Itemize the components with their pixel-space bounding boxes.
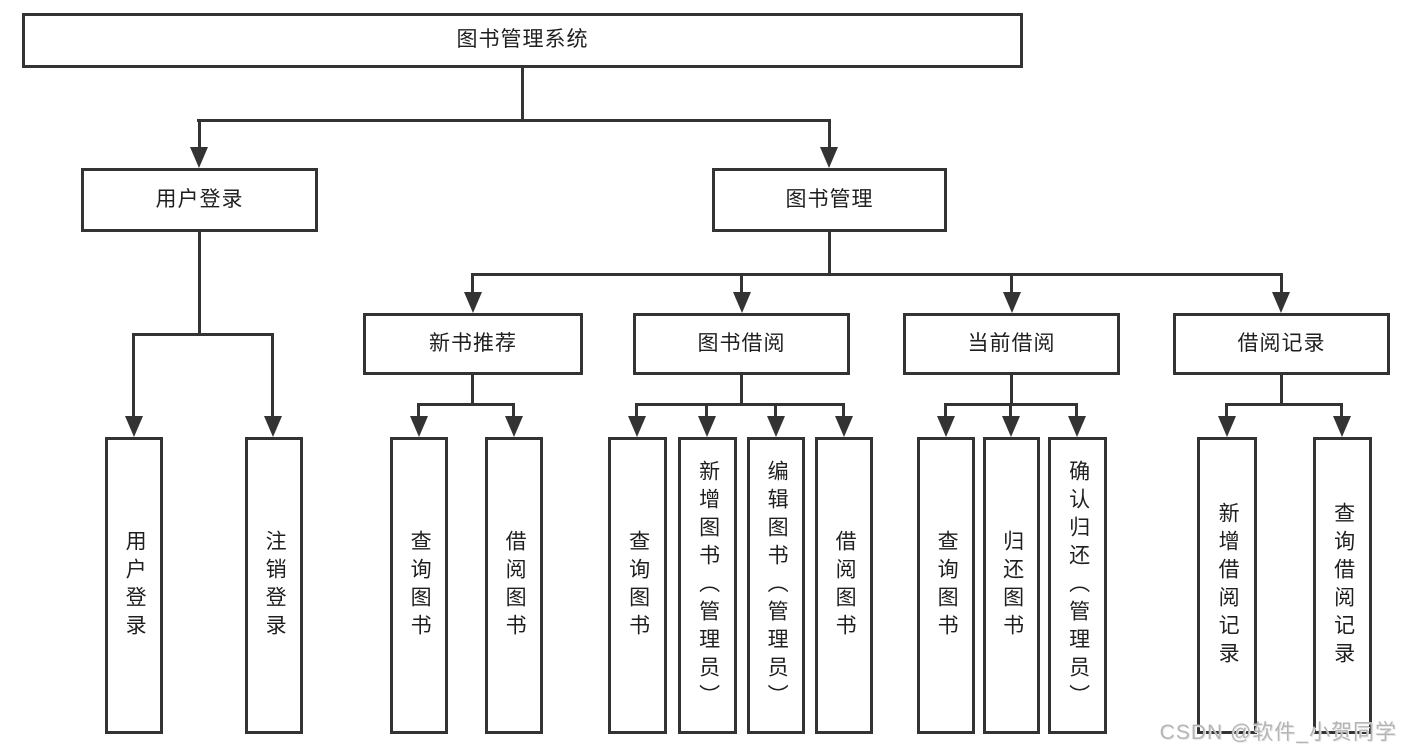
arrow-down-icon [820,147,838,168]
watermark-text: CSDN @软件_小贺同学 [1159,721,1397,744]
connector-line-horizontal [1225,403,1343,406]
connector-line-vertical [198,232,201,336]
leaf-logout: 注销登录 [245,437,303,734]
arrow-down-icon [125,416,143,437]
arrow-down-icon [835,416,853,437]
connector-line-horizontal [944,403,1078,406]
connector-line-vertical [198,119,201,150]
node-root: 图书管理系统 [22,13,1023,68]
arrow-down-icon [1003,292,1021,313]
arrow-down-icon [1272,292,1290,313]
connector-line-vertical [842,403,845,420]
arrow-down-icon [1333,416,1351,437]
connector-line-horizontal [471,273,1283,276]
connector-line-horizontal [417,403,515,406]
arrow-down-icon [410,416,428,437]
connector-line-vertical [1280,273,1283,295]
connector-line-vertical [521,68,524,122]
connector-line-vertical [740,273,743,295]
connector-line-vertical [774,403,777,420]
leaf-return-books: 归还图书 [983,437,1040,734]
connector-line-vertical [944,403,947,420]
leaf-edit-books-admin: 编辑图书（管理员） [747,437,805,734]
connector-line-vertical [1340,403,1343,420]
arrow-down-icon [190,147,208,168]
node-new-book-recommend: 新书推荐 [363,313,583,375]
connector-line-vertical [512,403,515,420]
arrow-down-icon [937,416,955,437]
connector-line-vertical [828,232,831,276]
node-current-borrow: 当前借阅 [903,313,1120,375]
leaf-user-login: 用户登录 [105,437,163,734]
arrow-down-icon [698,416,716,437]
arrow-down-icon [505,416,523,437]
leaf-confirm-return-admin: 确认归还（管理员） [1048,437,1107,734]
connector-line-vertical [1010,375,1013,406]
node-book-borrow: 图书借阅 [633,313,850,375]
connector-line-vertical [740,375,743,406]
node-user-login: 用户登录 [81,168,318,232]
connector-line-horizontal [197,119,831,122]
connector-line-vertical [417,403,420,420]
arrow-down-icon [628,416,646,437]
node-borrow-records: 借阅记录 [1173,313,1390,375]
connector-line-vertical [1225,403,1228,420]
connector-line-horizontal [132,333,274,336]
leaf-query-borrow-record: 查询借阅记录 [1313,437,1372,734]
connector-line-vertical [271,333,274,419]
connector-line-vertical [1075,403,1078,420]
connector-line-vertical [132,333,135,419]
arrow-down-icon [464,292,482,313]
connector-line-vertical [635,403,638,420]
leaf-add-borrow-record: 新增借阅记录 [1197,437,1257,734]
arrow-down-icon [1218,416,1236,437]
arrow-down-icon [1002,416,1020,437]
connector-line-vertical [471,273,474,295]
arrow-down-icon [264,416,282,437]
arrow-down-icon [767,416,785,437]
connector-line-vertical [1280,375,1283,406]
connector-line-vertical [828,119,831,150]
leaf-query-books-2: 查询图书 [608,437,667,734]
connector-line-vertical [1009,403,1012,420]
leaf-borrow-books-2: 借阅图书 [815,437,873,734]
leaf-borrow-books-1: 借阅图书 [485,437,543,734]
arrow-down-icon [733,292,751,313]
arrow-down-icon [1068,416,1086,437]
leaf-query-books-3: 查询图书 [917,437,975,734]
connector-line-vertical [705,403,708,420]
leaf-query-books-1: 查询图书 [390,437,448,734]
connector-line-vertical [471,375,474,406]
connector-line-vertical [1010,273,1013,295]
node-book-management: 图书管理 [712,168,947,232]
connector-line-horizontal [635,403,845,406]
leaf-add-books-admin: 新增图书（管理员） [678,437,737,734]
